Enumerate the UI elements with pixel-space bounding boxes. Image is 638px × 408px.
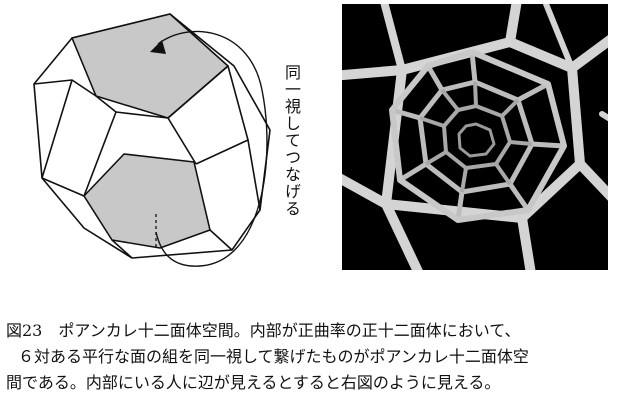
identification-arrow [155,30,268,267]
inner-edges [33,65,261,259]
caption-line-1: 図23 ポアンカレ十二面体空間。内部が正曲率の正十二面体において、 [6,321,521,340]
middle-ring [391,51,565,221]
inside-view-svg [327,0,623,285]
figure-caption: 図23 ポアンカレ十二面体空間。内部が正曲率の正十二面体において、 ６対ある平行… [6,318,632,396]
inner-rings [419,81,533,193]
identify-label: 同一視してつなげる [282,64,301,217]
arrow-head-icon [150,40,166,54]
core-ring [457,122,496,158]
inside-view-figure [327,0,623,285]
outer-edge-network [327,0,623,285]
outer-ring [389,49,567,223]
dodecahedron-svg [33,13,271,267]
caption-line-3: 間である。内部にいる人に辺が見えるとすると右図のように見える。 [6,373,501,392]
dodecahedron-diagram: 同一視してつなげる [0,0,330,300]
caption-line-2: ６対ある平行な面の組を同一視して繋げたものがポアンカレ十二面体空 [18,347,529,366]
